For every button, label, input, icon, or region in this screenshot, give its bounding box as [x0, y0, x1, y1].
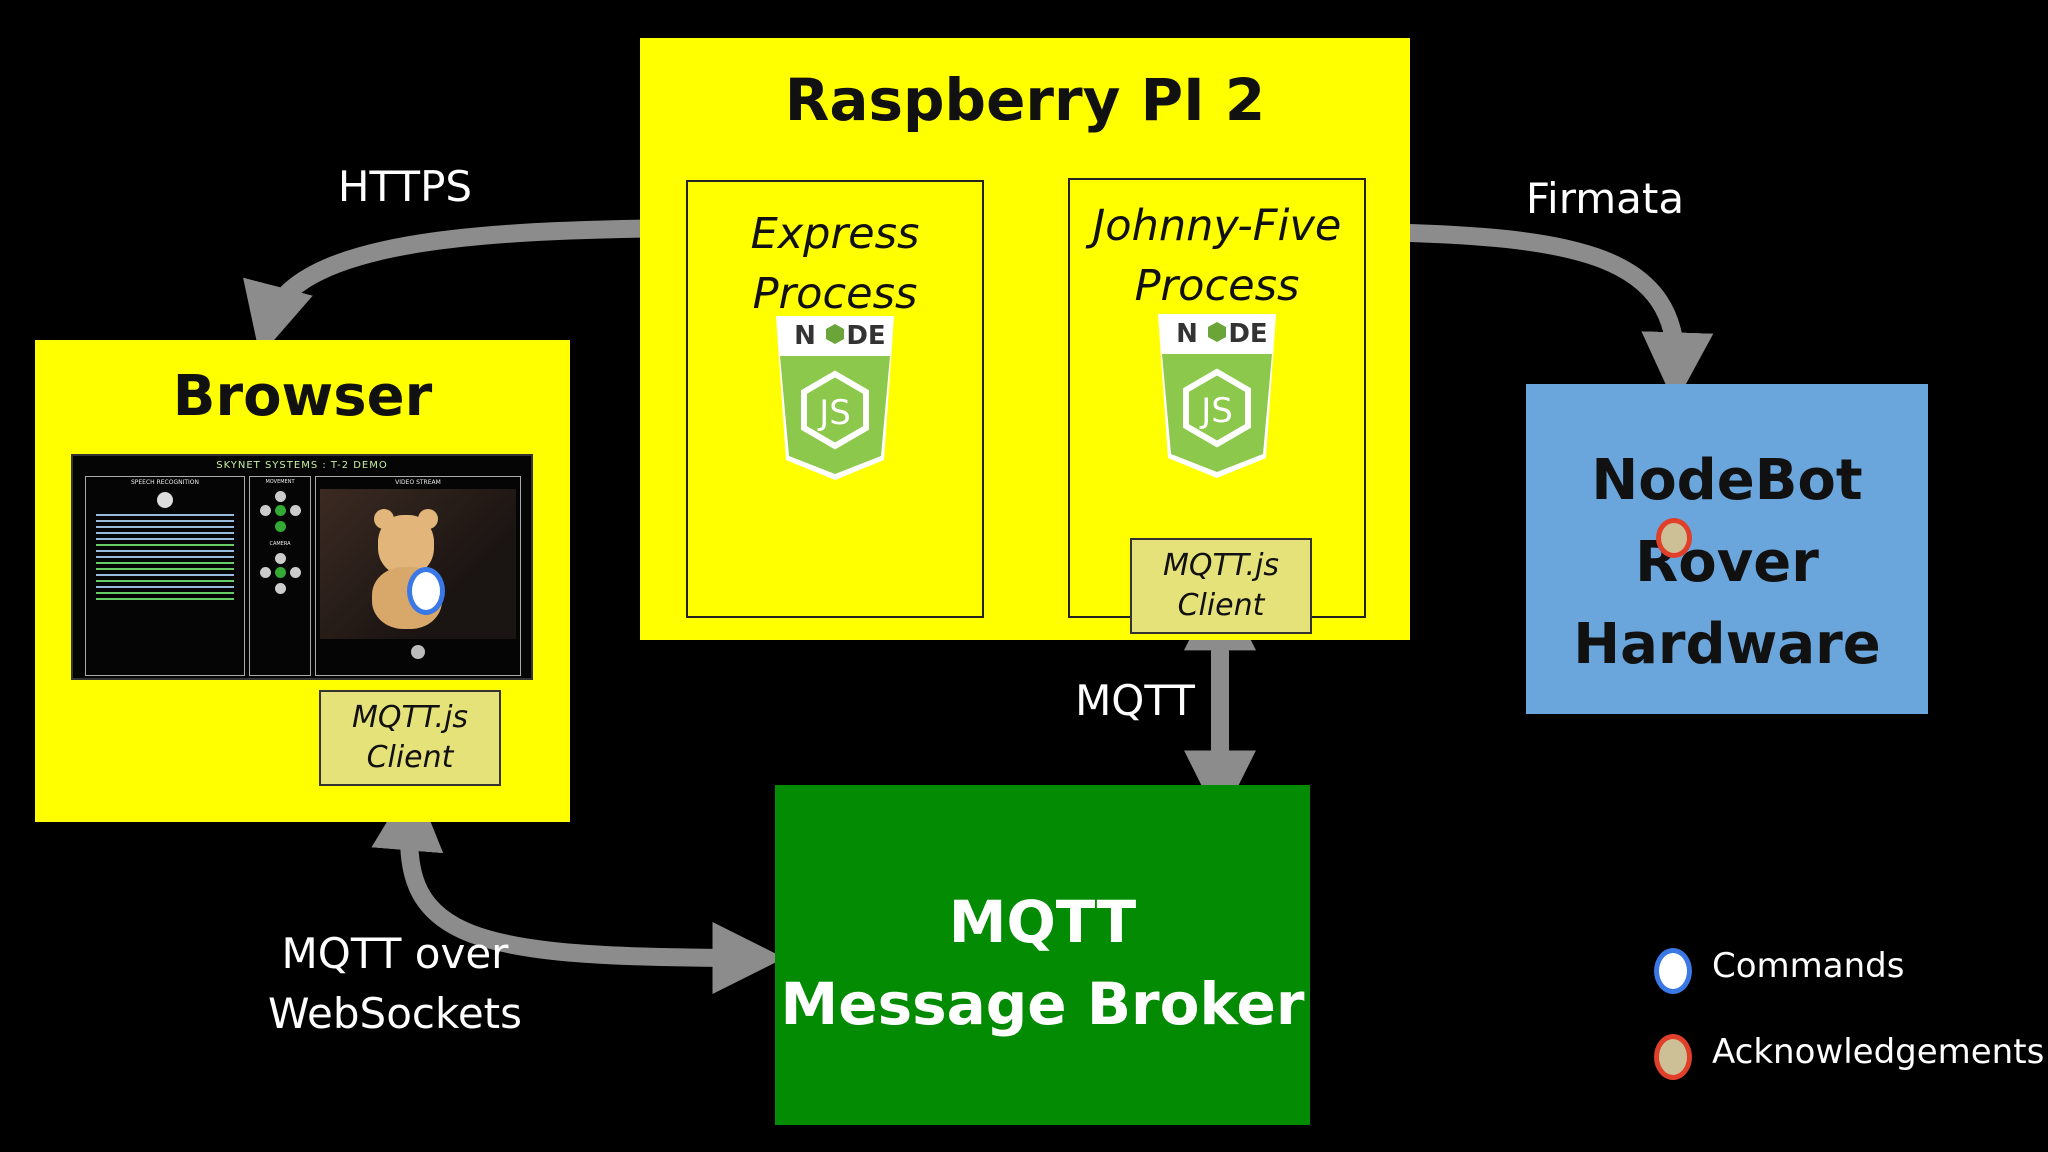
- browser-mqtt-client-box: MQTT.js Client: [319, 690, 501, 786]
- speech-text-lines: [86, 514, 244, 600]
- https-label: HTTPS: [337, 162, 473, 211]
- svg-text:N: N: [794, 321, 816, 351]
- acknowledgement-indicator-dot: [1656, 518, 1692, 558]
- websockets-arrow: [371, 778, 785, 994]
- nodejs-logo-icon: N DE JS: [1152, 310, 1282, 482]
- legend-commands-label: Commands: [1712, 946, 1905, 986]
- legend: Commands Acknowledgements: [1650, 940, 2048, 1100]
- browser-title: Browser: [172, 364, 433, 429]
- nodebot-box: NodeBot Rover Hardware: [1526, 384, 1928, 714]
- mic-icon: [157, 492, 173, 508]
- browser-box: Browser SKYNET SYSTEMS : T-2 DEMO SPEECH…: [35, 340, 570, 822]
- browser-app-screenshot: SKYNET SYSTEMS : T-2 DEMO SPEECH RECOGNI…: [71, 454, 533, 680]
- svg-text:JS: JS: [1199, 391, 1233, 431]
- https-arrow: [243, 219, 687, 357]
- mqtt-broker-label: MQTT Message Broker: [780, 888, 1305, 1038]
- legend-command-dot: [1654, 948, 1692, 994]
- video-panel-title: VIDEO STREAM: [395, 479, 441, 486]
- movement-pad: [250, 485, 310, 541]
- legend-ack-dot: [1654, 1034, 1692, 1080]
- video-stream: [320, 489, 516, 639]
- mqtt-client-label-line2: Client: [1177, 588, 1265, 623]
- mqtt-broker-box: MQTT Message Broker: [775, 785, 1310, 1125]
- johnny-mqtt-client-box: MQTT.js Client: [1130, 538, 1312, 634]
- movement-panel-title: MOVEMENT: [265, 479, 295, 485]
- speech-panel: SPEECH RECOGNITION: [85, 476, 245, 676]
- mqtt-client-label-line1: MQTT.js: [351, 700, 469, 735]
- camera-panel-title: CAMERA: [269, 541, 291, 547]
- firmata-label: Firmata: [1525, 174, 1685, 223]
- command-indicator-dot: [407, 567, 445, 615]
- speech-panel-title: SPEECH RECOGNITION: [130, 479, 200, 486]
- mqtt-client-label-line2: Client: [366, 740, 454, 775]
- svg-text:DE: DE: [846, 321, 885, 351]
- svg-text:JS: JS: [817, 393, 851, 433]
- nodejs-logo-icon: N DE JS: [770, 312, 900, 484]
- screen-title: SKYNET SYSTEMS : T-2 DEMO: [216, 460, 388, 471]
- websockets-label: MQTT over WebSockets: [267, 929, 523, 1038]
- legend-acknowledgements-label: Acknowledgements: [1712, 1032, 2045, 1072]
- mqtt-client-label-line1: MQTT.js: [1162, 548, 1280, 583]
- camera-pad: [250, 547, 310, 603]
- mqtt-edge-label: MQTT: [1075, 676, 1195, 725]
- movement-panel: MOVEMENT CAMERA: [249, 476, 311, 676]
- video-panel: VIDEO STREAM: [315, 476, 521, 676]
- raspberry-pi-title: Raspberry PI 2: [784, 66, 1266, 134]
- svg-text:DE: DE: [1228, 319, 1267, 349]
- firmata-arrow: [1330, 196, 1714, 405]
- nodebot-label: NodeBot Rover Hardware: [1573, 448, 1881, 677]
- video-snapshot-icon: [411, 645, 425, 659]
- svg-text:N: N: [1176, 319, 1198, 349]
